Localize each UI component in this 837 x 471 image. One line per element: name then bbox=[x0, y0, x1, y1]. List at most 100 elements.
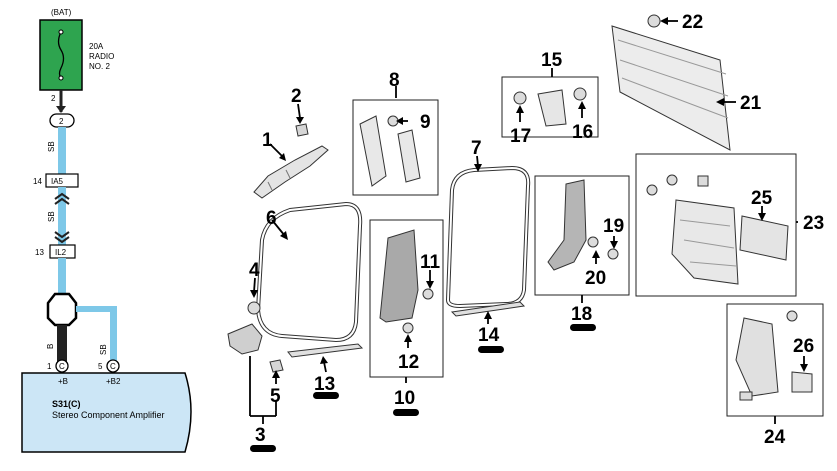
wire-sb-2 bbox=[58, 187, 66, 245]
junction-ia5-pin: 14 bbox=[33, 177, 42, 186]
callout-7: 7 bbox=[471, 138, 482, 159]
callout-19: 19 bbox=[603, 216, 624, 237]
underline-18 bbox=[570, 324, 596, 331]
part-12-clip bbox=[402, 322, 414, 334]
splice-point-icon bbox=[46, 292, 78, 327]
part-19-clip bbox=[607, 248, 619, 260]
connector-arrow-icon bbox=[56, 106, 66, 113]
wire-color-sb-1: SB bbox=[47, 141, 56, 152]
wiring-diagram: (BAT) 20A RADIO NO. 2 2 2 SB IA5 14 SB I… bbox=[21, 8, 192, 453]
wire-color-sb-4: SB bbox=[99, 344, 108, 355]
callout-16: 16 bbox=[572, 122, 593, 143]
group-box-23 bbox=[635, 153, 797, 297]
callout-20: 20 bbox=[585, 268, 606, 289]
part-3-trim bbox=[227, 323, 263, 355]
callout-25: 25 bbox=[751, 188, 773, 209]
part-15-bracket bbox=[537, 89, 567, 127]
part-10-pillar bbox=[379, 229, 419, 323]
callout-underlines bbox=[250, 324, 596, 452]
amp-name: Stereo Component Amplifier bbox=[52, 410, 165, 420]
amp-connector-1 bbox=[55, 359, 69, 373]
fuse-name-line1: RADIO bbox=[89, 52, 114, 61]
junction-ia5-code: IA5 bbox=[51, 177, 64, 186]
callout-6: 6 bbox=[266, 208, 277, 229]
splice-up-icon bbox=[54, 192, 70, 205]
part-22-bolt bbox=[647, 14, 661, 28]
part-11-clip bbox=[422, 288, 434, 300]
callout-1: 1 bbox=[262, 130, 273, 151]
amplifier-box bbox=[21, 372, 192, 453]
part-25-pad bbox=[739, 215, 789, 261]
junction-il2-pin: 13 bbox=[35, 248, 44, 257]
part-14-sill bbox=[450, 301, 526, 317]
fuse-rating: 20A bbox=[89, 42, 104, 51]
group-box-15 bbox=[501, 76, 599, 138]
callout-5: 5 bbox=[270, 386, 281, 407]
fuse-name-line2: NO. 2 bbox=[89, 62, 110, 71]
amp-code: S31(C) bbox=[52, 399, 81, 409]
part-5-clip bbox=[269, 359, 284, 373]
callout-22: 22 bbox=[682, 12, 703, 33]
part-17-clip bbox=[513, 91, 527, 105]
callout-21: 21 bbox=[740, 93, 762, 114]
wire-b bbox=[57, 325, 67, 362]
callout-26: 26 bbox=[793, 336, 814, 357]
callout-9: 9 bbox=[420, 112, 431, 133]
fuse-pin: 2 bbox=[51, 94, 56, 103]
part-18-pillar bbox=[547, 179, 587, 271]
callout-11: 11 bbox=[420, 252, 441, 273]
fuse-icon bbox=[57, 31, 65, 79]
wire-color-sb-2: SB bbox=[47, 211, 56, 222]
part-1-trim bbox=[253, 145, 329, 199]
part-8-pillar-trim bbox=[359, 115, 387, 187]
callout-15: 15 bbox=[541, 50, 563, 71]
amp-terminal-b2: +B2 bbox=[106, 377, 121, 386]
part-26-bracket bbox=[791, 371, 813, 393]
fuse-connector-num: 2 bbox=[59, 117, 64, 126]
amp-terminal-b: +B bbox=[58, 377, 68, 386]
callout-labels: 1 2 3 4 5 6 7 8 9 10 11 12 13 14 15 16 1… bbox=[249, 12, 824, 448]
callout-24: 24 bbox=[764, 427, 786, 448]
callout-12: 12 bbox=[398, 352, 419, 373]
callout-14: 14 bbox=[478, 325, 500, 346]
part-24-bracket bbox=[735, 317, 779, 397]
underline-14 bbox=[478, 346, 504, 353]
part-4-bolt bbox=[247, 301, 261, 315]
underline-3 bbox=[250, 445, 276, 452]
callout-8: 8 bbox=[389, 70, 400, 91]
callout-18: 18 bbox=[571, 304, 592, 325]
callout-13: 13 bbox=[314, 374, 335, 395]
callout-3: 3 bbox=[255, 425, 266, 446]
part-7-weatherstrip bbox=[445, 165, 531, 309]
part-2-clip bbox=[295, 123, 309, 137]
underline-13 bbox=[313, 392, 339, 399]
callout-23: 23 bbox=[803, 213, 824, 234]
group-box-8 bbox=[352, 99, 439, 196]
amp-connector-5 bbox=[106, 359, 120, 373]
wire-sb-3 bbox=[58, 258, 66, 293]
callout-17: 17 bbox=[510, 126, 531, 147]
leader-lines bbox=[249, 17, 808, 424]
wire-sb-1 bbox=[58, 127, 66, 175]
wire-sb-branch bbox=[76, 306, 116, 312]
junction-il2-code: IL2 bbox=[55, 248, 67, 257]
part-21-rail bbox=[611, 25, 731, 151]
wire-sb-4 bbox=[110, 306, 117, 361]
callout-2: 2 bbox=[291, 86, 302, 107]
part-13-sill bbox=[287, 343, 364, 358]
wire-color-b: B bbox=[46, 344, 55, 349]
part-23-console bbox=[671, 199, 739, 285]
underline-10 bbox=[393, 409, 419, 416]
callout-10: 10 bbox=[394, 388, 415, 409]
part-20-clip bbox=[587, 236, 599, 248]
amp-connector-1-letter: C bbox=[59, 362, 65, 371]
part-drawings bbox=[227, 14, 813, 401]
amp-pin-1: 1 bbox=[47, 362, 52, 371]
callout-4: 4 bbox=[249, 260, 260, 281]
splice-down-icon bbox=[54, 231, 70, 244]
amp-pin-5: 5 bbox=[98, 362, 103, 371]
amp-connector-5-letter: C bbox=[110, 362, 116, 371]
part-16-clip bbox=[573, 87, 587, 101]
battery-label: (BAT) bbox=[51, 8, 72, 17]
